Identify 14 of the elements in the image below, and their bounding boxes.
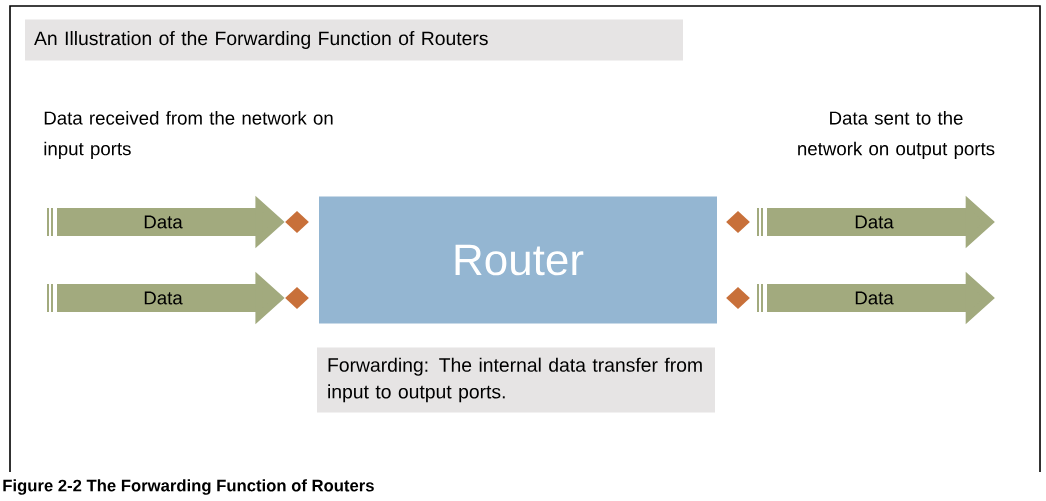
edge-label: Data [852, 214, 896, 230]
edge-label: Data [852, 290, 896, 306]
port-diamond [726, 211, 750, 233]
port-label: Data received from the network on input ports [44, 110, 333, 160]
figure-caption: Figure 2-2 The Forwarding Function of Routers [3, 479, 374, 495]
router-box: Router [319, 196, 717, 324]
port-label: Data sent to the network on output ports [798, 110, 995, 160]
note-box: Forwarding: The internal data transfer from input to output ports. [317, 347, 715, 413]
port-diamond [285, 211, 309, 233]
port-diamond [285, 287, 309, 309]
port-diamond [726, 287, 750, 309]
edge-label: Data [141, 214, 185, 230]
edge-label: Data [141, 290, 185, 306]
title-box: An Illustration of the Forwarding Function of Routers [25, 19, 683, 61]
